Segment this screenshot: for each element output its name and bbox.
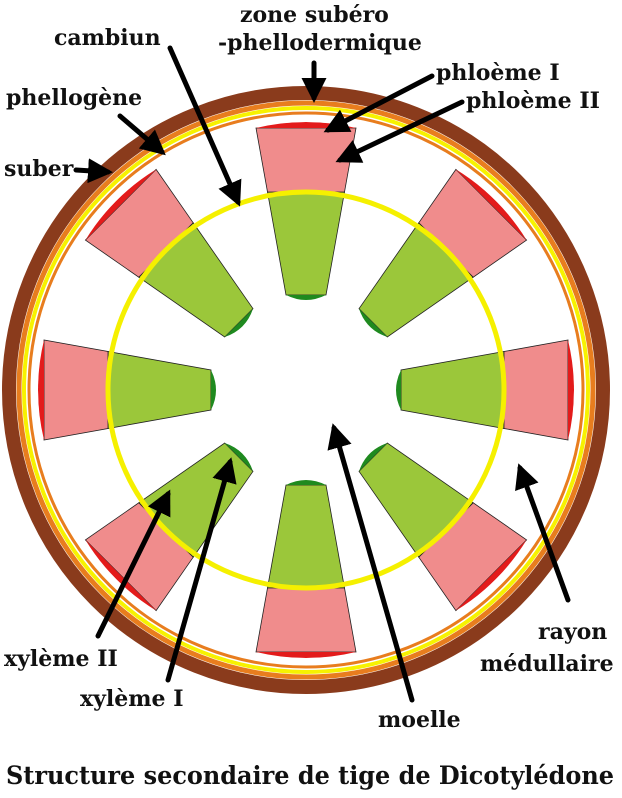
phloem-secondary xyxy=(255,587,357,653)
xylem-primary xyxy=(224,308,253,337)
label-zone-subero: zone subéro xyxy=(240,2,389,28)
inner-boundary-ring xyxy=(27,111,585,669)
vascular-bundle-top xyxy=(255,122,357,300)
cortex-ring xyxy=(16,100,596,680)
phloem-primary xyxy=(455,169,527,241)
arrow-phloeme-2 xyxy=(335,99,465,163)
vascular-bundle-right xyxy=(396,339,574,441)
label-xyleme-1: xylème I xyxy=(80,686,183,712)
phloem-primary xyxy=(85,539,157,611)
xylem-primary xyxy=(359,443,388,472)
xylem-primary xyxy=(286,480,326,485)
vascular-bundle-bottom xyxy=(255,480,357,658)
xylem-secondary xyxy=(267,484,345,589)
label-phellodermique: -phellodermique xyxy=(218,30,422,56)
arrow-xyleme-1 xyxy=(165,457,237,683)
cambium-ring xyxy=(105,189,507,591)
xylem-secondary xyxy=(107,351,212,429)
xylem-secondary xyxy=(400,351,505,429)
xylem-primary xyxy=(396,370,401,410)
xylem-primary xyxy=(359,308,388,337)
phloem-primary xyxy=(38,340,44,440)
label-phloeme-1: phloème I xyxy=(436,60,560,86)
phloem-primary xyxy=(455,539,527,611)
arrow-xyleme-2 xyxy=(95,489,171,639)
phloem-primary xyxy=(256,652,356,658)
label-xyleme-2: xylème II xyxy=(4,646,118,672)
label-phellogene: phellogène xyxy=(6,85,142,111)
arrow-phloeme-1 xyxy=(323,73,435,133)
xylem-secondary xyxy=(267,191,345,296)
arrow-phellogene xyxy=(117,113,166,156)
diagram-caption: Structure secondaire de tige de Dicotylé… xyxy=(6,761,614,790)
arrow-rayon xyxy=(515,463,571,603)
arrow-suber xyxy=(73,158,113,184)
phloem-secondary xyxy=(503,339,569,441)
arrow-cambium xyxy=(167,45,242,207)
phloem-secondary xyxy=(43,339,109,441)
label-rayon: rayon xyxy=(538,619,607,645)
xylem-primary xyxy=(224,443,253,472)
vascular-bundle-left xyxy=(38,339,216,441)
arrow-moelle xyxy=(327,423,415,703)
phloem-primary xyxy=(85,169,157,241)
label-suber: suber xyxy=(4,156,74,182)
phloem-primary xyxy=(568,340,574,440)
label-phloeme-2: phloème II xyxy=(466,88,600,114)
xylem-primary xyxy=(211,370,216,410)
label-arrows xyxy=(73,45,571,703)
phellogene-ring xyxy=(22,106,590,674)
xylem-primary xyxy=(286,295,326,300)
vascular-bundles xyxy=(38,122,574,658)
label-moelle: moelle xyxy=(378,707,461,733)
label-medullaire: médullaire xyxy=(480,651,614,677)
label-cambium: cambiun xyxy=(54,25,161,51)
